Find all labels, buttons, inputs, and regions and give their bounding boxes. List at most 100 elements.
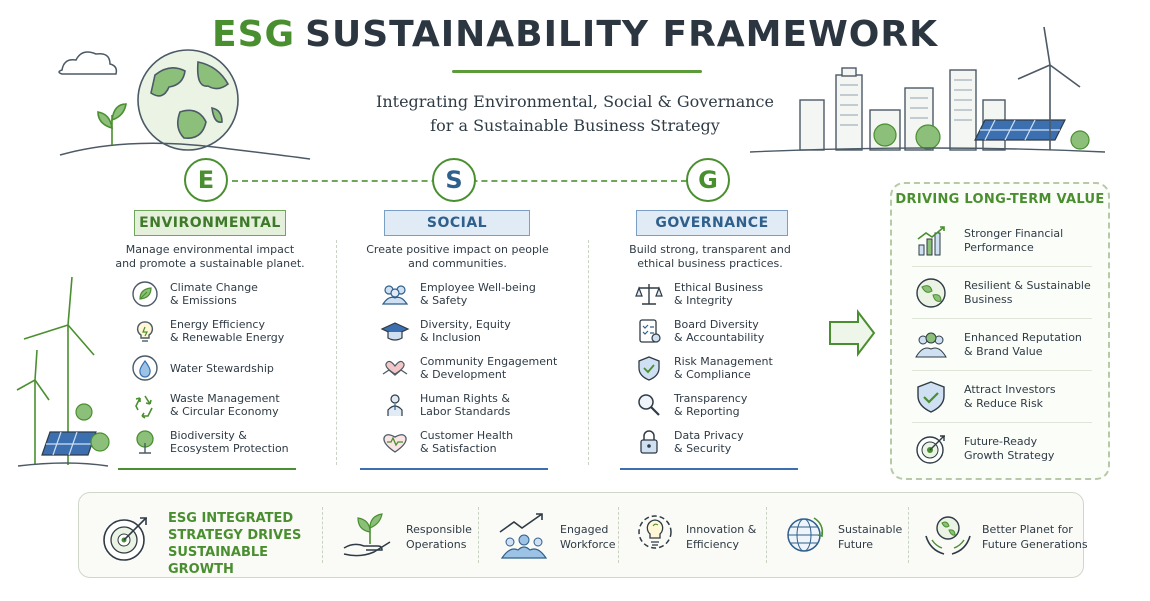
list-item-label: Transparency& Reporting [674,392,748,418]
governance-circle: G [686,158,730,202]
shield-check-icon [634,354,664,382]
sprout-icon [97,103,127,145]
value-item: Attract Investors& Reduce Risk [912,371,1092,423]
globe-illustration [137,49,239,151]
description-line: Create positive impact on people [366,243,549,256]
list-item: Climate Change& Emissions [130,280,320,308]
social-circle: S [432,158,476,202]
pillar-letter: G [698,166,718,194]
group-icon [912,326,950,364]
list-item: Risk Management& Compliance [634,354,824,382]
pillar-title: GOVERNANCE [655,215,769,231]
hand-plant-icon [340,510,398,564]
social-list: Employee Well-being& Safety Diversity, E… [380,280,580,456]
shield-check-icon [912,378,950,416]
list-item-label: Biodiversity &Ecosystem Protection [170,429,289,455]
column-divider [336,240,337,465]
social-description: Create positive impact on people and com… [355,243,560,271]
subtitle: Integrating Environmental, Social & Gove… [300,90,850,138]
governance-description: Build strong, transparent and ethical bu… [605,243,815,271]
scales-icon [634,280,664,308]
bottom-separator [618,507,619,563]
wind-turbine-illustration [1017,26,1081,150]
column-divider [588,240,589,465]
list-item-label: Energy Efficiency& Renewable Energy [170,318,285,344]
column-rule [360,468,548,470]
description-line: and promote a sustainable planet. [115,257,305,270]
subtitle-line: Integrating Environmental, Social & Gove… [376,92,774,111]
list-item: Water Stewardship [130,354,320,382]
arrow-right-icon [829,309,876,357]
pillar-letter: S [445,166,463,194]
list-item: Diversity, Equity& Inclusion [380,317,580,345]
globe-arrows-icon [780,510,830,564]
list-item-label: Customer Health& Satisfaction [420,429,514,455]
tree-icon [130,428,160,456]
solar-panel-illustration [41,431,97,456]
list-item: Board Diversity& Accountability [634,317,824,345]
pillar-title: SOCIAL [426,215,488,231]
globe-icon [912,274,950,312]
value-panel-title: DRIVING LONG-TERM VALUE [895,192,1105,207]
list-item-label: Water Stewardship [170,361,274,375]
lightbulb-icon [130,317,160,345]
target-icon [912,430,950,468]
magnifier-icon [634,391,664,419]
bar-chart-icon [912,222,950,260]
governance-banner: GOVERNANCE [636,210,788,236]
pillar-title: ENVIRONMENTAL [139,215,281,231]
bottom-title-line: ESG INTEGRATED [168,511,294,526]
list-item-label: Climate Change& Emissions [170,281,258,307]
bottom-summary-bar [78,492,1084,578]
person-icon [380,391,410,419]
list-item: Community Engagement& Development [380,354,580,382]
pillar-letter: E [197,166,215,194]
list-item-label: Diversity, Equity& Inclusion [420,318,511,344]
bottom-item: Innovation &Efficiency [632,510,756,564]
list-item-label: Community Engagement& Development [420,355,558,381]
bottom-separator [908,507,909,563]
padlock-icon [634,428,664,456]
list-item: Ethical Business& Integrity [634,280,824,308]
cloud-icon [58,51,118,75]
list-item-label: Waste Management& Circular Economy [170,392,280,418]
list-item: Transparency& Reporting [634,391,824,419]
title-underline [452,70,702,73]
tree-illustration [873,123,1090,150]
governance-list: Ethical Business& Integrity Board Divers… [634,280,824,456]
list-item: Employee Well-being& Safety [380,280,580,308]
value-item-label: Attract Investors& Reduce Risk [964,382,1056,410]
recycle-icon [130,391,160,419]
hands-globe-icon [922,510,974,564]
gear-bulb-icon [632,510,678,564]
column-rule [118,468,296,470]
bottom-separator [322,507,323,563]
list-item: Biodiversity &Ecosystem Protection [130,428,320,456]
description-line: ethical business practices. [637,257,783,270]
leaf-icon [130,280,160,308]
list-item-label: Ethical Business& Integrity [674,281,764,307]
heart-pulse-icon [380,428,410,456]
bottom-item-label: Innovation &Efficiency [686,523,757,551]
solar-panel-illustration [974,119,1066,141]
list-item: Waste Management& Circular Economy [130,391,320,419]
list-item-label: Board Diversity& Accountability [674,318,765,344]
checklist-icon [634,317,664,345]
list-item: Energy Efficiency& Renewable Energy [130,317,320,345]
environmental-banner: ENVIRONMENTAL [134,210,286,236]
list-item: Customer Health& Satisfaction [380,428,580,456]
